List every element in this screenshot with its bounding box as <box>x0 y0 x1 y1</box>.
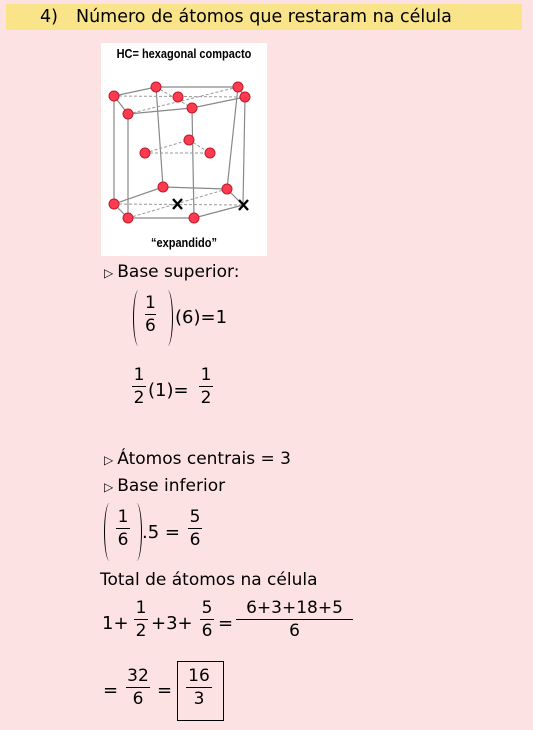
triangle-right-icon: ▷ <box>104 266 114 280</box>
item-atomos-centrais: ▷Átomos centrais = 3 <box>104 449 291 469</box>
denominator: 6 <box>201 621 213 642</box>
triangle-right-icon: ▷ <box>104 453 114 467</box>
right-paren <box>162 290 173 346</box>
numerator: 5 <box>201 598 213 618</box>
numerator: 1 <box>200 365 212 385</box>
result-box <box>177 661 224 721</box>
total-label: Total de átomos na célula <box>100 570 318 590</box>
item-base-inferior: ▷Base inferior <box>104 476 225 496</box>
item-base-superior: ▷Base superior: <box>104 262 239 282</box>
item-label: Átomos centrais = 3 <box>117 449 291 469</box>
denominator: 6 <box>189 530 201 551</box>
eq2-mid: (1)= <box>148 380 189 401</box>
triangle-right-icon: ▷ <box>104 480 114 494</box>
eq1-rest: (6)=1 <box>175 307 227 328</box>
eq4-t2: +3+ <box>151 613 193 634</box>
numerator: 16 <box>188 666 210 686</box>
section-number: 4) <box>40 7 58 27</box>
section-header: 4) Número de átomos que restaram na célu… <box>6 4 522 30</box>
denominator: 6 <box>289 621 300 642</box>
numerator: 5 <box>189 507 201 527</box>
numerator: 1 <box>145 293 156 313</box>
hcp-figure: HC= hexagonal compacto <box>101 43 267 256</box>
eq3-mid: .5 = <box>142 522 180 543</box>
denominator: 3 <box>193 689 205 710</box>
eq5-pre: = <box>103 680 119 701</box>
left-paren <box>133 290 144 346</box>
hcp-unit-cell-diagram <box>108 81 251 224</box>
fraction: 6+3+18+5 6 <box>236 597 353 642</box>
numerator: 1 <box>133 365 145 385</box>
item-label: Base superior: <box>117 262 240 282</box>
left-paren <box>104 503 115 561</box>
numerator: 1 <box>135 598 147 618</box>
eq4-t1: 1+ <box>102 613 129 634</box>
eq5-mid: = <box>157 680 173 701</box>
denominator: 6 <box>145 316 156 337</box>
eq1-rhs: =1 <box>200 307 228 328</box>
numerator: 32 <box>127 666 149 686</box>
eq1-mid: (6) <box>175 307 201 328</box>
section-title: Número de átomos que restaram na célula <box>76 7 452 27</box>
denominator: 6 <box>117 530 129 551</box>
item-label: Base inferior <box>117 476 226 496</box>
numerator: 1 <box>117 507 129 527</box>
figure-caption: “expandido” <box>150 236 217 250</box>
denominator: 6 <box>132 689 144 710</box>
figure-title: HC= hexagonal compacto <box>116 47 252 61</box>
right-paren <box>131 503 142 561</box>
eq4-t3: = <box>218 613 234 634</box>
denominator: 2 <box>200 388 212 409</box>
denominator: 2 <box>133 388 145 409</box>
numerator: 6+3+18+5 <box>246 598 343 618</box>
denominator: 2 <box>135 621 147 642</box>
